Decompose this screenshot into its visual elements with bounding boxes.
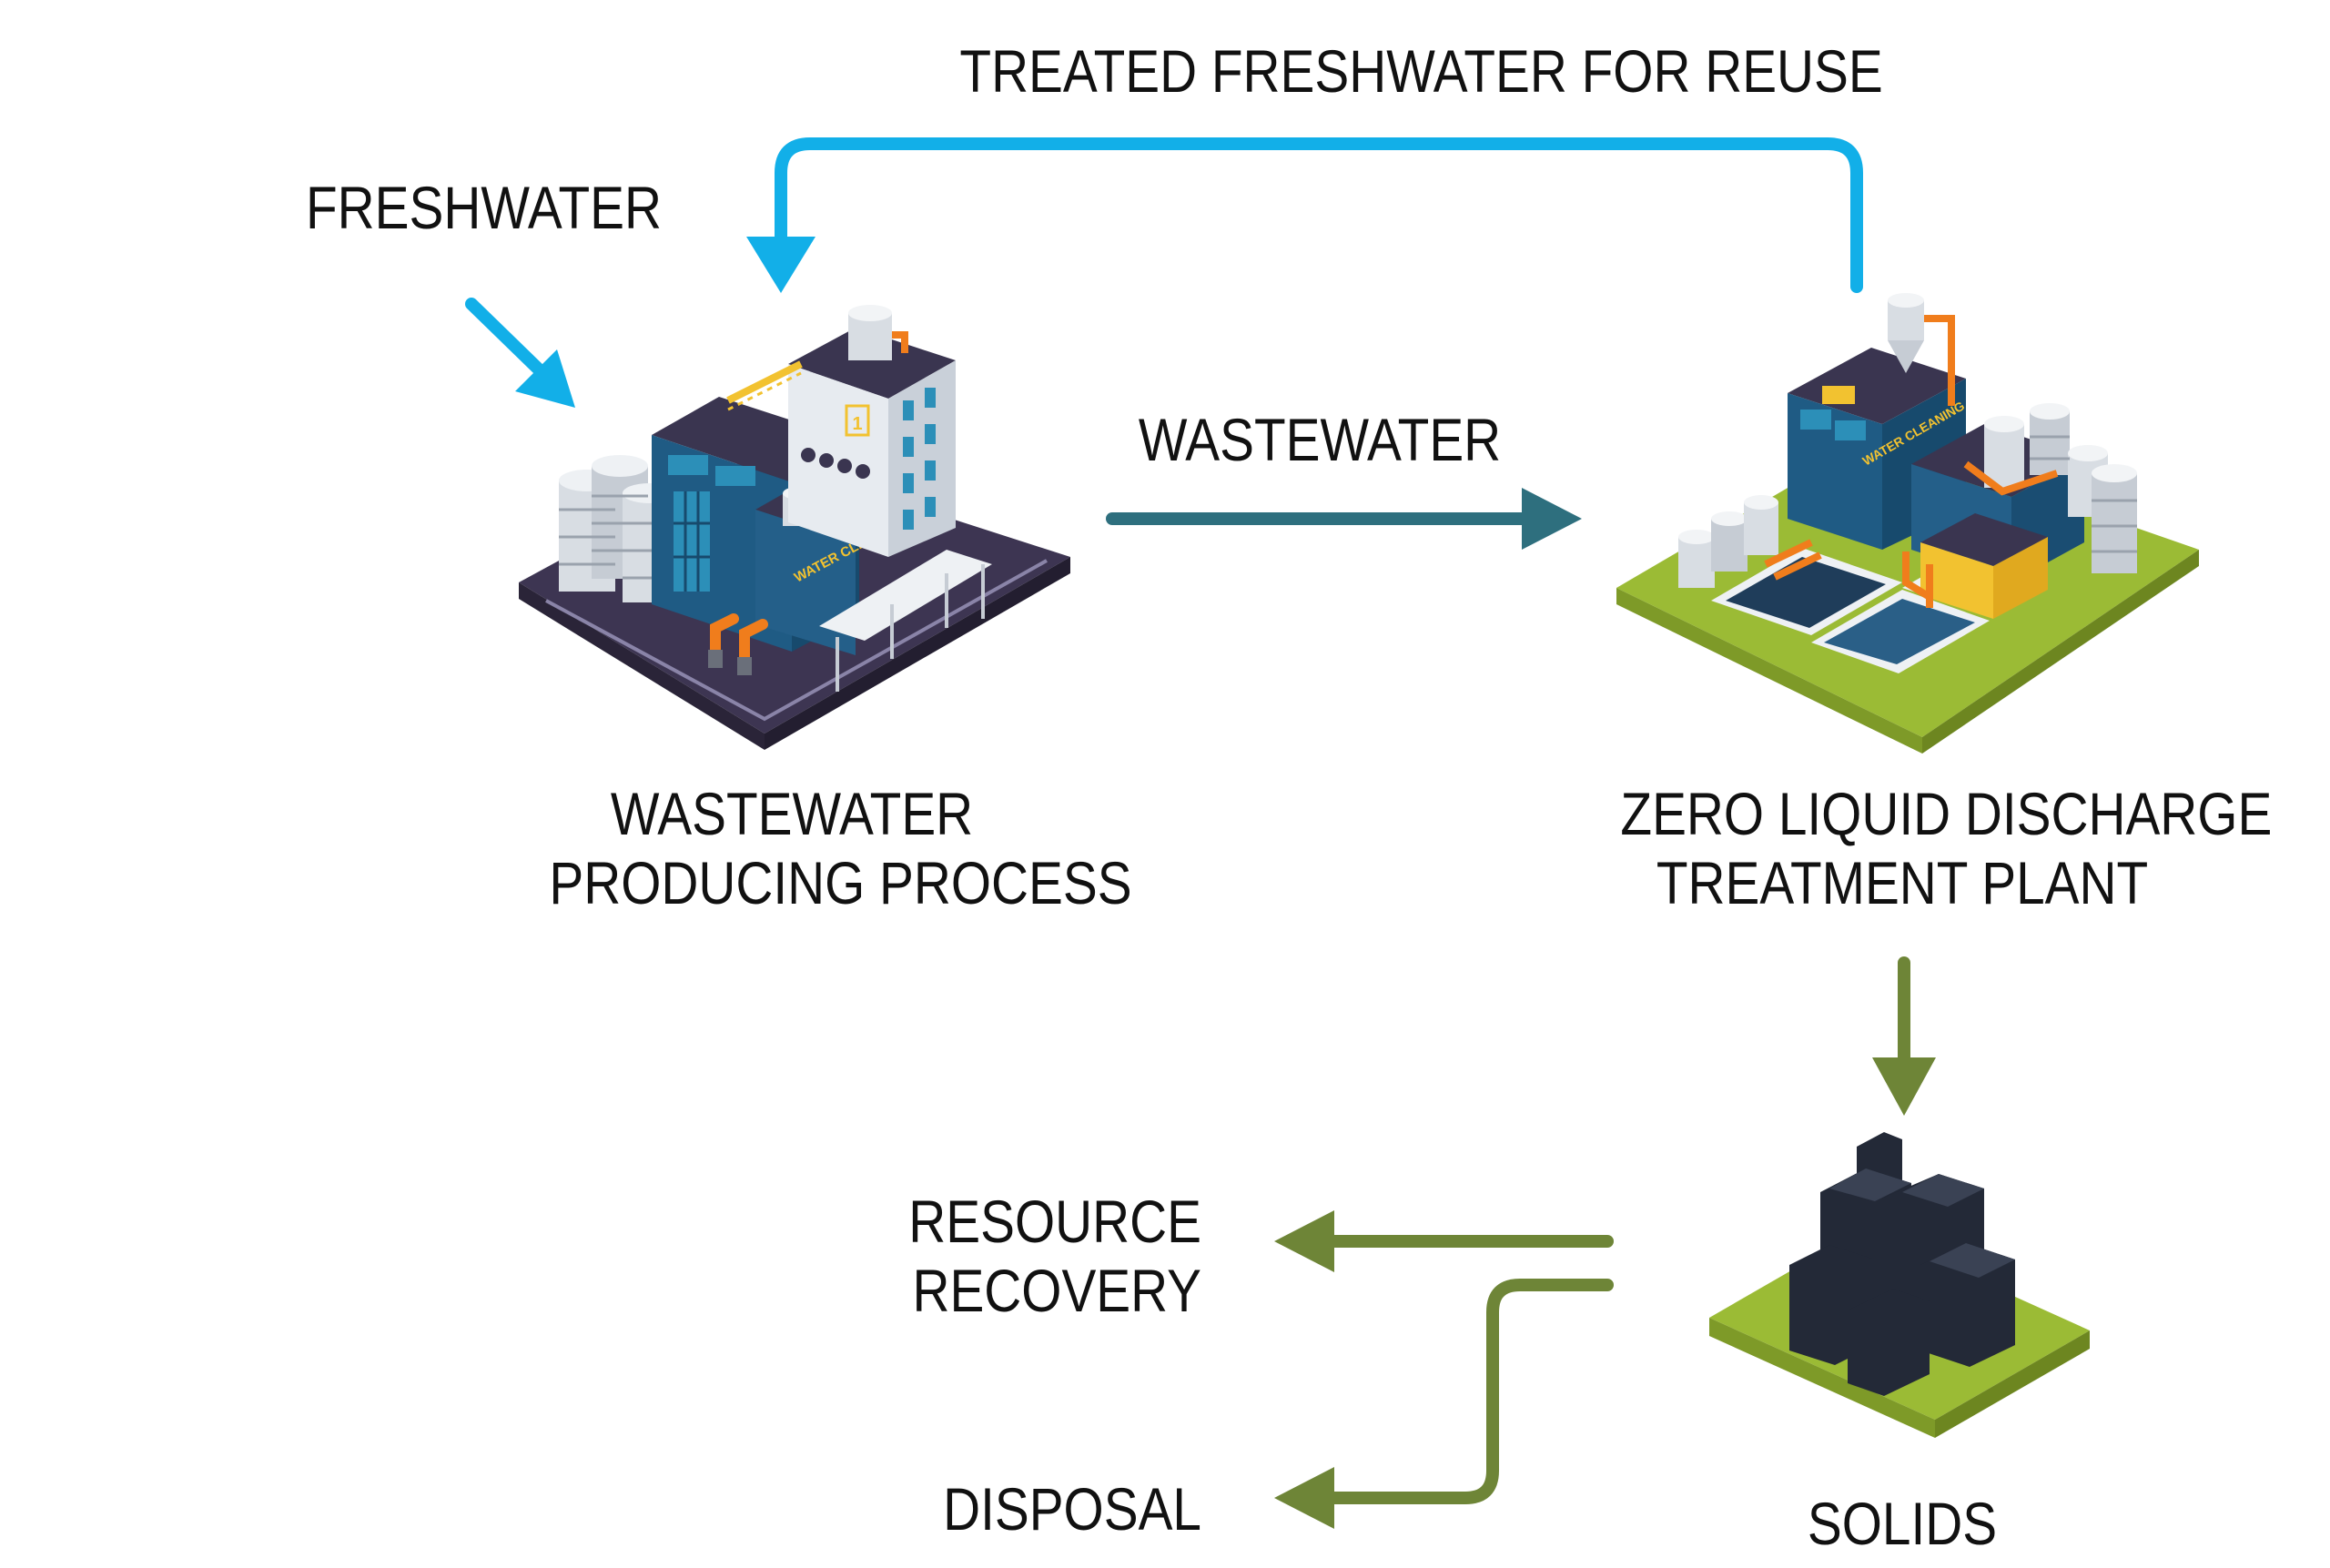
label-resource-recovery-line1: RESOURCE (908, 1188, 1201, 1255)
freshwater-arrow (465, 298, 545, 376)
label-disposal: DISPOSAL (943, 1475, 1201, 1543)
label-wastewater-process-line2: PRODUCING PROCESS (549, 849, 1132, 916)
label-wastewater-process-line1: WASTEWATER (610, 780, 974, 847)
label-wastewater-flow: WASTEWATER (1138, 406, 1502, 473)
factory-illustration: WATER CLEANING 1 (519, 305, 1070, 750)
label-zld-plant-line2: TREATMENT PLANT (1656, 849, 2149, 916)
solids-illustration (1709, 1132, 2090, 1438)
solids-arrowhead (1872, 1057, 1936, 1116)
wastewater-arrowhead (1522, 488, 1582, 550)
disposal-arrow (1319, 1279, 1614, 1504)
label-resource-recovery-line2: RECOVERY (912, 1257, 1201, 1324)
label-wastewater-process: WASTEWATER PRODUCING PROCESS (549, 779, 1132, 917)
disposal-arrowhead (1274, 1467, 1334, 1529)
label-zld-plant: ZERO LIQUID DISCHARGE TREATMENT PLANT (1620, 779, 2273, 917)
freshwater-arrowhead (515, 349, 575, 408)
plant-silos-right (1984, 403, 2137, 573)
label-freshwater: FRESHWATER (306, 174, 663, 241)
label-zld-plant-line1: ZERO LIQUID DISCHARGE (1620, 780, 2273, 847)
label-treated-freshwater: TREATED FRESHWATER FOR REUSE (959, 37, 1883, 105)
label-resource-recovery: RESOURCE RECOVERY (904, 1187, 1201, 1325)
plant-silos-left (1678, 495, 1778, 588)
building-number-sign: 1 (852, 414, 862, 434)
resource-recovery-arrowhead (1274, 1210, 1334, 1272)
treated-freshwater-arrow (775, 137, 1863, 293)
treated-freshwater-arrowhead (746, 237, 816, 293)
treatment-plant-illustration: WATER CLEANING (1616, 293, 2199, 754)
label-solids: SOLIDS (1807, 1490, 1998, 1557)
